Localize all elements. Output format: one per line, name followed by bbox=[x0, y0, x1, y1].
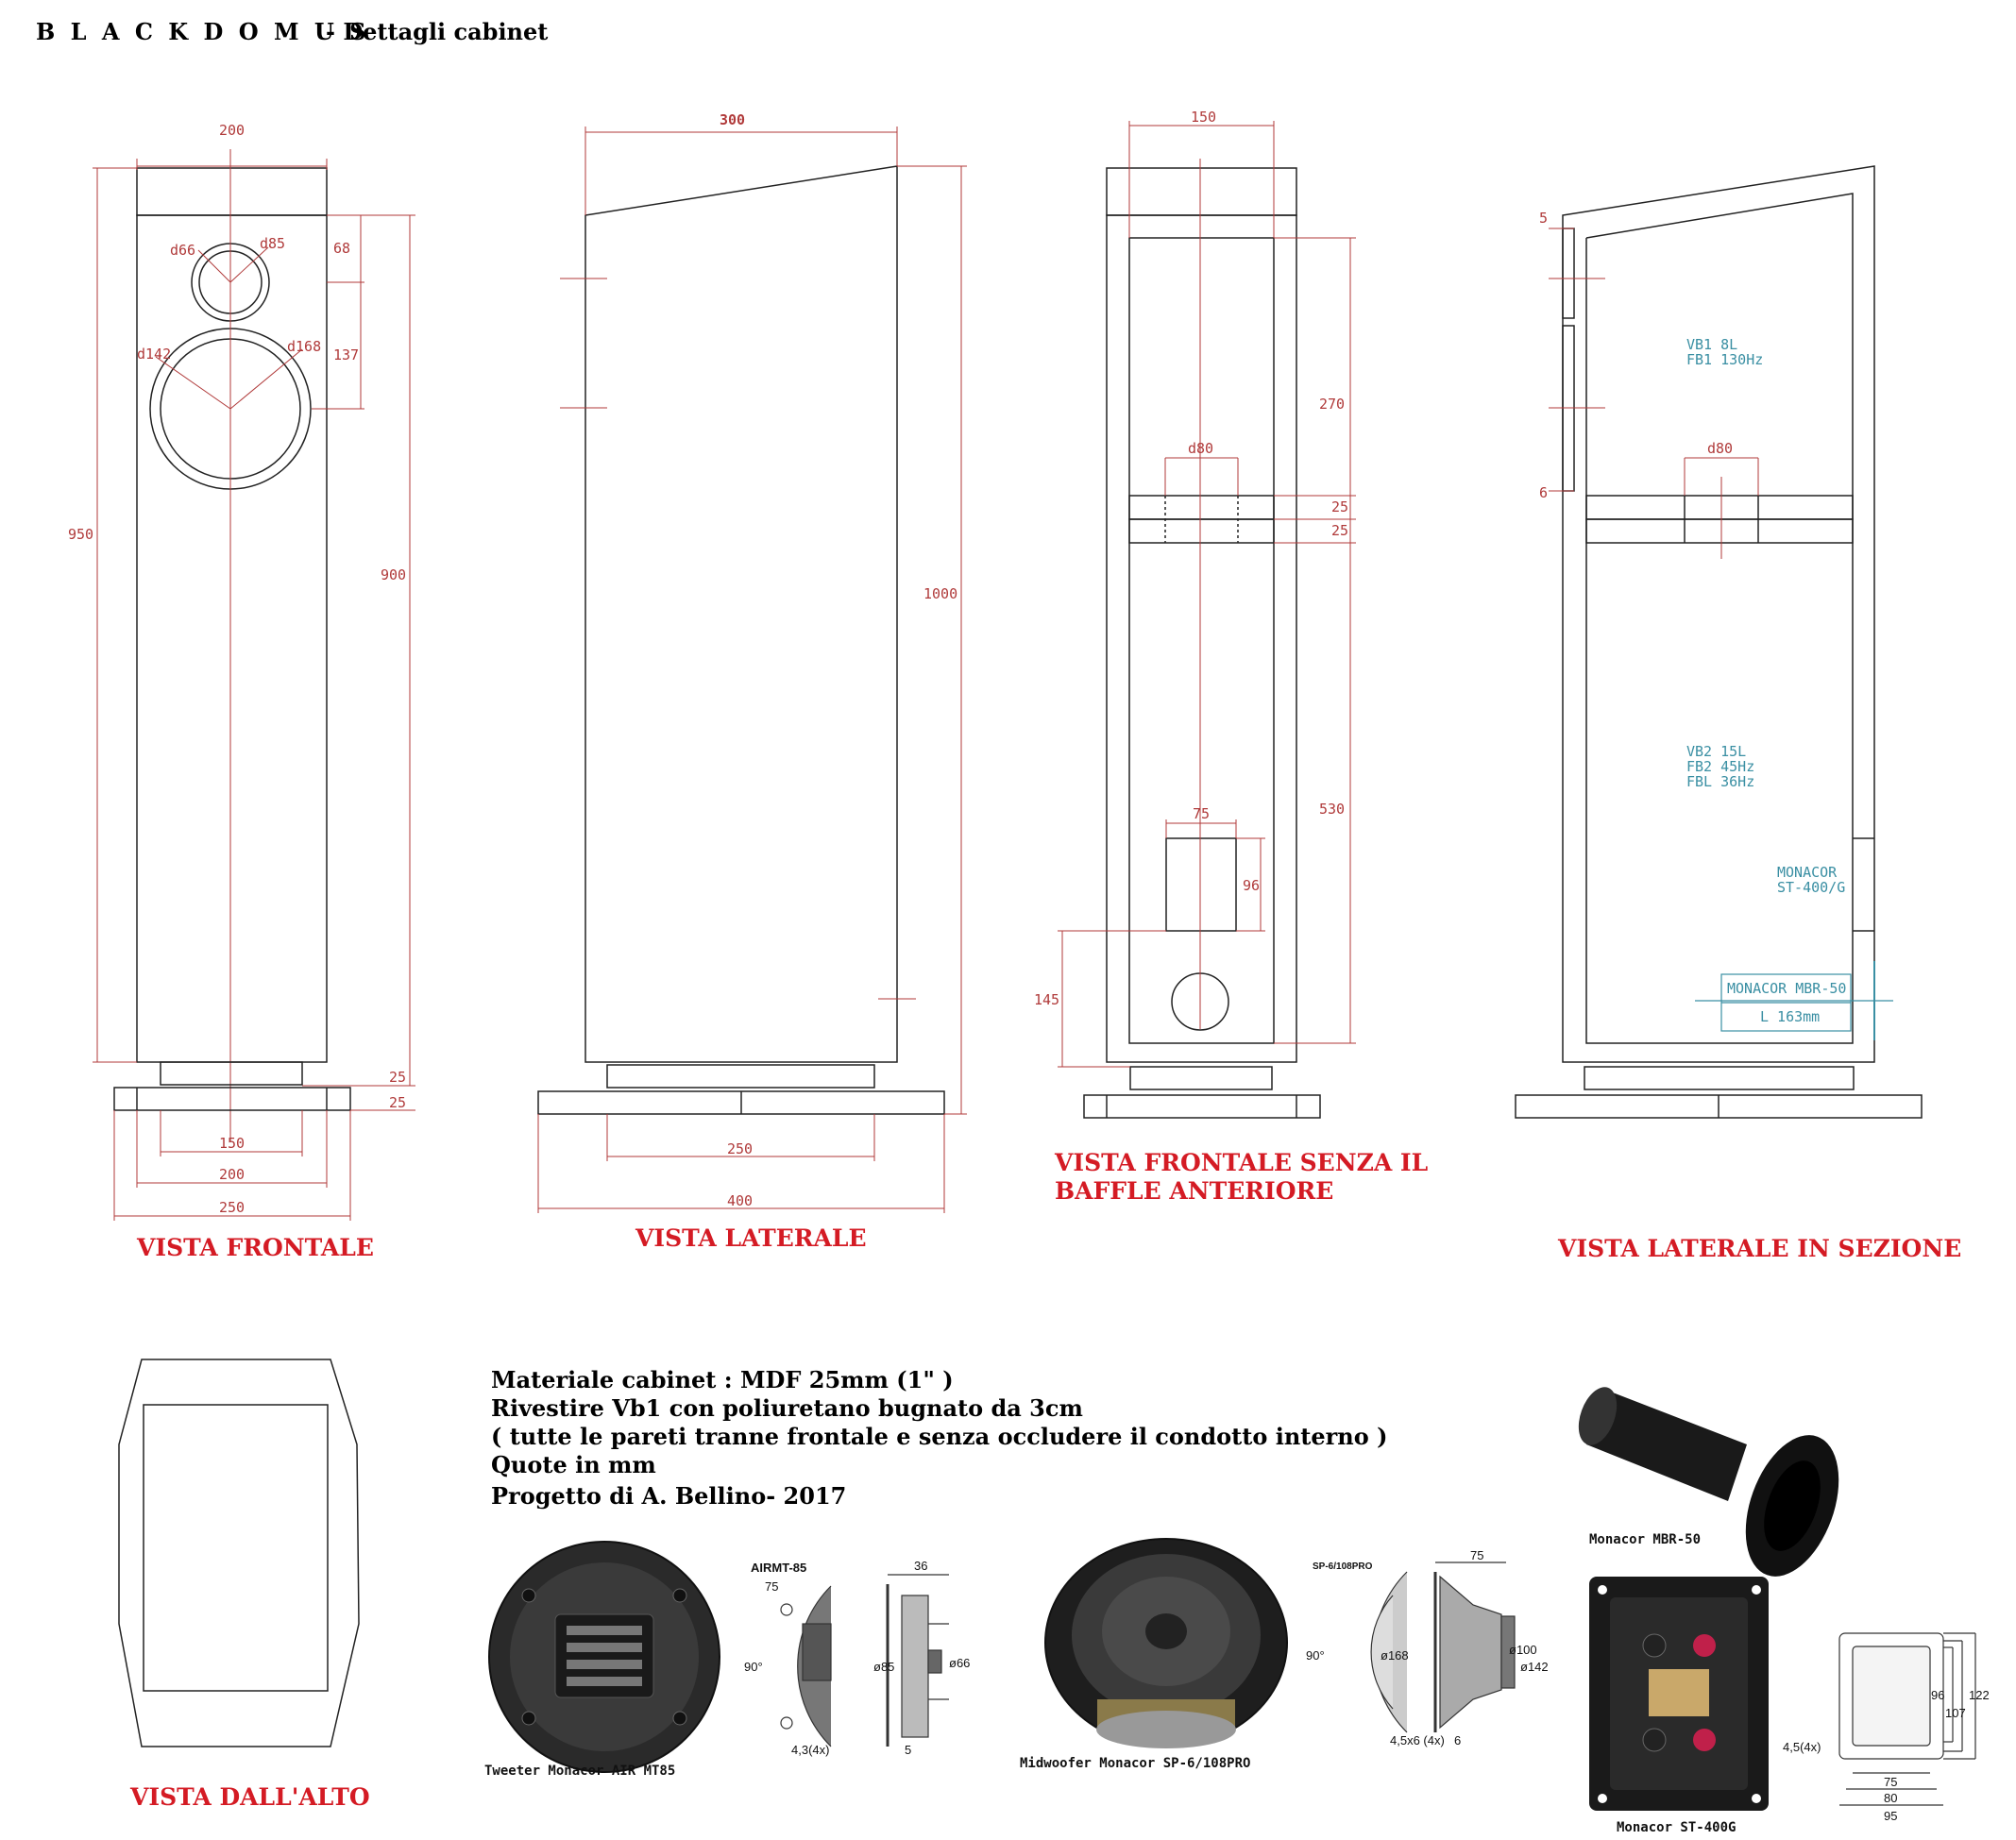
nobaffle-dim-96: 96 bbox=[1243, 877, 1260, 894]
tweeter-model: AIRMT-85 bbox=[751, 1561, 806, 1575]
front-dim-200b: 200 bbox=[219, 1166, 245, 1183]
tweeter-dim-36: 36 bbox=[914, 1559, 927, 1573]
section-vb2-volume: VB2 15L bbox=[1686, 743, 1746, 760]
title-main: B L A C K D O M U S bbox=[36, 18, 370, 45]
nobaffle-dim-530: 530 bbox=[1319, 801, 1345, 818]
notes-block: Materiale cabinet : MDF 25mm (1" ) Rives… bbox=[491, 1366, 1387, 1510]
side-dim-400: 400 bbox=[727, 1192, 753, 1209]
side-dim-250: 250 bbox=[727, 1140, 753, 1157]
tweeter-caption: Tweeter Monacor AIR MT85 bbox=[484, 1764, 675, 1779]
port-caption: Monacor MBR-50 bbox=[1589, 1532, 1701, 1547]
section-port-model: MONACOR MBR-50 bbox=[1727, 980, 1846, 997]
tweeter-dim-d85: ø85 bbox=[873, 1660, 894, 1674]
front-dim-200: 200 bbox=[219, 122, 245, 139]
section-dim-6: 6 bbox=[1539, 484, 1548, 501]
front-dim-250: 250 bbox=[219, 1199, 245, 1216]
title-sub: - Dettagli cabinet bbox=[326, 18, 548, 45]
label-vista-frontale-senza-2: BAFFLE ANTERIORE bbox=[1055, 1177, 1333, 1205]
front-dim-d85: d85 bbox=[260, 235, 285, 252]
nobaffle-dim-150: 150 bbox=[1191, 109, 1216, 126]
nobaffle-dim-270: 270 bbox=[1319, 396, 1345, 413]
nobaffle-dim-145: 145 bbox=[1034, 991, 1059, 1008]
front-view bbox=[93, 149, 415, 1221]
woofer-dim-168: ø168 bbox=[1381, 1648, 1409, 1663]
side-dim-300: 300 bbox=[720, 111, 745, 128]
front-dim-d66: d66 bbox=[170, 242, 195, 259]
front-dim-150: 150 bbox=[219, 1135, 245, 1152]
section-dim-5: 5 bbox=[1539, 210, 1548, 227]
tweeter-dim-5: 5 bbox=[905, 1743, 911, 1757]
tweeter-dim-43: 4,3(4x) bbox=[791, 1743, 829, 1757]
woofer-dim-100: ø100 bbox=[1509, 1643, 1537, 1657]
front-dim-25b: 25 bbox=[389, 1094, 406, 1111]
front-dim-137: 137 bbox=[333, 346, 359, 363]
woofer-dim-6: 6 bbox=[1454, 1733, 1461, 1747]
terminal-dim-95: 95 bbox=[1884, 1809, 1897, 1823]
label-vista-dall-alto: VISTA DALL'ALTO bbox=[129, 1783, 370, 1811]
section-vb1-freq: FB1 130Hz bbox=[1686, 351, 1763, 368]
terminal-diagram bbox=[1838, 1632, 1976, 1806]
tweeter-dim-75: 75 bbox=[765, 1579, 778, 1594]
section-vb2-freq: FB2 45Hz bbox=[1686, 758, 1754, 775]
section-vb1-volume: VB1 8L bbox=[1686, 336, 1737, 353]
label-vista-frontale: VISTA FRONTALE bbox=[136, 1234, 374, 1261]
woofer-dim-45: 4,5x6 (4x) bbox=[1390, 1733, 1445, 1747]
section-dim-d80: d80 bbox=[1707, 440, 1733, 457]
note-walls: ( tutte le pareti tranne frontale e senz… bbox=[491, 1423, 1387, 1450]
section-fbl-freq: FBL 36Hz bbox=[1686, 773, 1754, 790]
woofer-photo bbox=[1044, 1538, 1288, 1748]
woofer-model: SP-6/108PRO bbox=[1313, 1561, 1373, 1572]
terminal-dim-96: 96 bbox=[1931, 1688, 1944, 1702]
section-port-length: L 163mm bbox=[1760, 1008, 1820, 1025]
woofer-diagram bbox=[1370, 1561, 1516, 1733]
note-material: Materiale cabinet : MDF 25mm (1" ) bbox=[491, 1366, 954, 1393]
terminal-dim-80: 80 bbox=[1884, 1791, 1897, 1805]
section-view bbox=[1515, 165, 1923, 1119]
terminal-dim-45: 4,5(4x) bbox=[1783, 1740, 1821, 1754]
side-view bbox=[537, 127, 967, 1213]
note-units: Quote in mm bbox=[491, 1451, 656, 1478]
woofer-dim-90: 90° bbox=[1306, 1648, 1325, 1663]
section-terminal-brand: MONACOR bbox=[1777, 864, 1838, 881]
top-view bbox=[118, 1359, 360, 1747]
nobaffle-dim-25b: 25 bbox=[1331, 522, 1348, 539]
tweeter-dim-d66: ø66 bbox=[949, 1656, 970, 1670]
note-author: Progetto di A. Bellino- 2017 bbox=[491, 1482, 846, 1510]
port-photo bbox=[1578, 1387, 1839, 1577]
label-vista-laterale-sezione: VISTA LATERALE IN SEZIONE bbox=[1557, 1235, 1961, 1262]
front-dim-d168: d168 bbox=[287, 338, 321, 355]
section-terminal-model: ST-400/G bbox=[1777, 879, 1845, 896]
tweeter-photo bbox=[488, 1541, 720, 1773]
nobaffle-dim-75: 75 bbox=[1193, 805, 1210, 822]
terminal-dim-107: 107 bbox=[1945, 1706, 1966, 1720]
front-dim-68: 68 bbox=[333, 240, 350, 257]
nobaffle-dim-25a: 25 bbox=[1331, 498, 1348, 515]
tweeter-dim-90: 90° bbox=[744, 1660, 763, 1674]
note-coating: Rivestire Vb1 con poliuretano bugnato da… bbox=[491, 1394, 1083, 1422]
front-dim-900: 900 bbox=[381, 566, 406, 583]
terminal-caption: Monacor ST-400G bbox=[1617, 1820, 1736, 1835]
woofer-dim-142: ø142 bbox=[1520, 1660, 1549, 1674]
terminal-photo bbox=[1589, 1577, 1769, 1811]
side-dim-1000: 1000 bbox=[923, 585, 957, 602]
label-vista-frontale-senza-1: VISTA FRONTALE SENZA IL bbox=[1054, 1149, 1429, 1176]
nobaffle-dim-d80: d80 bbox=[1188, 440, 1213, 457]
front-nobaffle-view bbox=[1058, 121, 1356, 1119]
label-vista-laterale: VISTA LATERALE bbox=[635, 1224, 867, 1252]
woofer-dim-75: 75 bbox=[1470, 1548, 1483, 1562]
terminal-dim-122: 122 bbox=[1969, 1688, 1990, 1702]
woofer-caption: Midwoofer Monacor SP-6/108PRO bbox=[1020, 1756, 1250, 1771]
front-dim-950: 950 bbox=[68, 526, 93, 543]
front-dim-d142: d142 bbox=[137, 346, 171, 363]
terminal-dim-75: 75 bbox=[1884, 1775, 1897, 1789]
front-dim-25a: 25 bbox=[389, 1069, 406, 1086]
tweeter-diagram bbox=[780, 1574, 949, 1747]
